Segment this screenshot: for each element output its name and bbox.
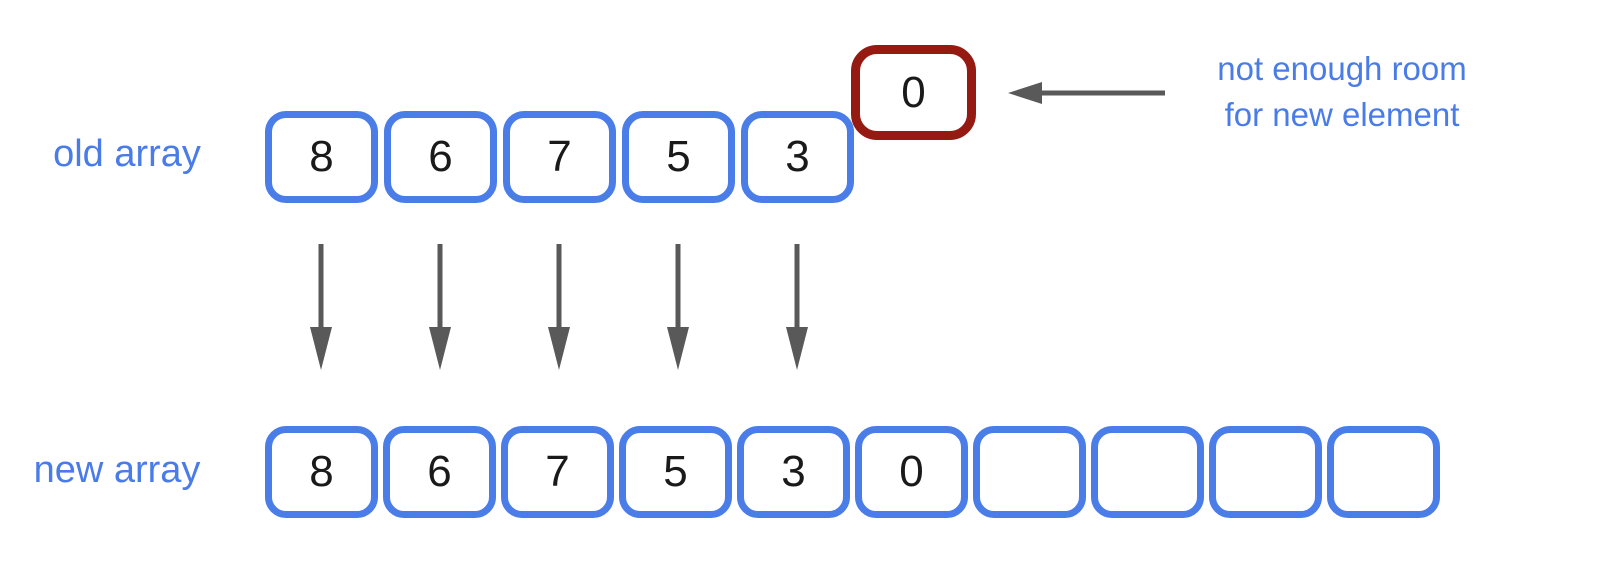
copy-down-arrow-icon xyxy=(548,244,570,370)
old-array-label: old array xyxy=(53,133,201,175)
array-cell: 3 xyxy=(741,111,854,203)
cell-value: 8 xyxy=(309,447,334,496)
array-cell xyxy=(1209,426,1322,518)
array-cell xyxy=(973,426,1086,518)
array-cell: 8 xyxy=(265,426,378,518)
copy-down-arrow-icon xyxy=(667,244,689,370)
cell-value: 5 xyxy=(663,447,688,496)
copy-down-arrow-icon xyxy=(310,244,332,370)
array-cell: 0 xyxy=(855,426,968,518)
cell-value: 0 xyxy=(899,447,924,496)
cell-value: 5 xyxy=(666,132,691,181)
copy-down-arrow-icon xyxy=(429,244,451,370)
array-cell xyxy=(1091,426,1204,518)
annotation-text: not enough room for new element xyxy=(1172,46,1512,138)
cell-value: 8 xyxy=(309,132,334,181)
array-cell: 7 xyxy=(503,111,616,203)
array-cell xyxy=(1327,426,1440,518)
cell-value: 7 xyxy=(545,447,570,496)
cell-value: 3 xyxy=(781,447,806,496)
cell-value: 3 xyxy=(785,132,810,181)
copy-down-arrow-icon xyxy=(786,244,808,370)
new-array-row: 8 6 7 5 3 0 xyxy=(265,426,1440,518)
left-arrow-icon xyxy=(1008,82,1165,104)
array-cell: 3 xyxy=(737,426,850,518)
array-cell: 7 xyxy=(501,426,614,518)
annotation-line-1: not enough room xyxy=(1217,50,1467,87)
array-cell: 8 xyxy=(265,111,378,203)
cell-value: 6 xyxy=(427,447,452,496)
array-cell: 5 xyxy=(622,111,735,203)
new-array-label: new array xyxy=(33,449,201,491)
overflow-cell: 0 xyxy=(851,45,976,140)
old-array-row: 8 6 7 5 3 xyxy=(265,111,854,203)
cell-value: 7 xyxy=(547,132,572,181)
annotation-line-2: for new element xyxy=(1224,96,1460,133)
overflow-cell-value: 0 xyxy=(901,67,926,117)
array-cell: 5 xyxy=(619,426,732,518)
array-cell: 6 xyxy=(384,111,497,203)
cell-value: 6 xyxy=(428,132,453,181)
array-cell: 6 xyxy=(383,426,496,518)
